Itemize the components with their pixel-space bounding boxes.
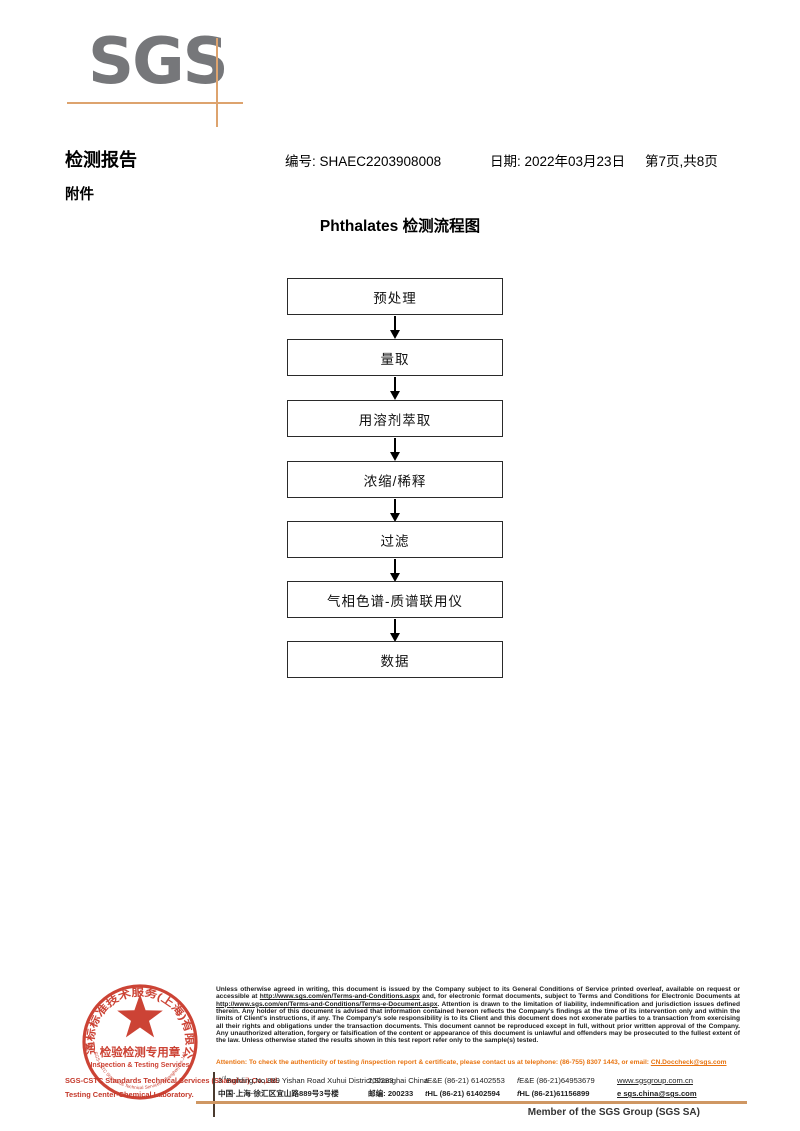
sgs-logo: SGS [88, 25, 229, 99]
stamp-center-text: 检验检测专用章 [100, 1045, 181, 1059]
address-row-en: 3rdBuilding,No.889 Yishan Road Xuhui Dis… [218, 1075, 742, 1087]
telephone-en: tE&E (86-21) 61402553 [425, 1075, 505, 1085]
flow-arrow-icon [287, 377, 503, 400]
address-cn: 中国·上海·徐汇区宜山路889号3号楼 [218, 1089, 339, 1098]
flow-step-data: 数据 [287, 641, 503, 678]
doccheck-email-link[interactable]: CN.Doccheck@sgs.com [650, 1059, 727, 1066]
terms-link[interactable]: http://www.sgs.com/en/Terms-and-Conditio… [259, 993, 420, 1001]
inspection-stamp: 通标标准技术服务(上海)有限公司 SGS-CSTC Standards Tech… [65, 974, 198, 1100]
address-en: 3rdBuilding,No.889 Yishan Road Xuhui Dis… [218, 1075, 429, 1085]
attachment-label: 附件 [65, 187, 94, 203]
report-title: 检测报告 [65, 150, 137, 170]
terms-e-document-link[interactable]: http://www.sgs.com/en/Terms-and-Conditio… [216, 1000, 438, 1008]
stamp-company-name: SGS-CSTC Standards Technical Services (S… [65, 1076, 280, 1085]
telephone-cn: tHL (86-21) 61402594 [425, 1089, 501, 1098]
logo-horizontal-line [67, 102, 243, 104]
postcode-cn: 邮编: 200233 [368, 1089, 414, 1098]
stamp-center-subtext: Inspection & Testing Services [90, 1062, 189, 1069]
sgs-member-text: Member of the SGS Group (SGS SA) [527, 1107, 700, 1118]
fax-cn: fHL (86-21)61156899 [517, 1089, 590, 1098]
address-divider-line [213, 1072, 215, 1117]
attention-text: Attention: To check the authenticity of … [216, 1059, 651, 1066]
stamp-ring [82, 984, 198, 1100]
flow-step-concentrate-dilute: 浓缩/稀释 [287, 461, 503, 498]
legal-text-part1: Unless otherwise agreed in writing, this… [216, 986, 740, 1001]
flow-arrow-icon [287, 316, 503, 339]
flowchart-title: Phthalates 检测流程图 [319, 218, 481, 235]
legal-text-part3: . Attention is drawn to the limitation o… [216, 1000, 740, 1045]
flow-arrow-icon [287, 559, 503, 582]
stamp-lab-name: Testing Center-Chemical Laboratory. [65, 1090, 194, 1099]
flow-arrow-icon [287, 619, 503, 642]
attention-notice: Attention: To check the authenticity of … [216, 1059, 740, 1066]
flow-step-measure: 量取 [287, 339, 503, 376]
star-icon [117, 994, 163, 1038]
flow-step-solvent-extraction: 用溶剂萃取 [287, 400, 503, 437]
flow-arrow-icon [287, 438, 503, 461]
email-link[interactable]: e sgs.china@sgs.com [617, 1089, 697, 1098]
website-link[interactable]: www.sgsgroup.com.cn [617, 1075, 693, 1085]
footer-rule-line [196, 1101, 747, 1104]
postcode-en: 200233 [368, 1075, 394, 1085]
report-number: 编号: SHAEC2203908008 [285, 154, 442, 169]
flow-step-gcms: 气相色谱-质谱联用仪 [287, 581, 503, 618]
address-row-cn: 中国·上海·徐汇区宜山路889号3号楼 邮编: 200233 tHL (86-21)… [218, 1088, 742, 1100]
page-indicator: 第7页,共8页 [645, 154, 718, 169]
fax-en: fE&E (86-21)64953679 [517, 1075, 595, 1085]
legal-text-part2: and, for electronic format documents, su… [419, 993, 740, 1001]
report-date: 日期: 2022年03月23日 [490, 154, 626, 169]
flow-step-filter: 过滤 [287, 521, 503, 558]
flow-step-pretreatment: 预处理 [287, 278, 503, 315]
flow-arrow-icon [287, 499, 503, 522]
logo-vertical-line [216, 38, 218, 127]
legal-disclaimer: Unless otherwise agreed in writing, this… [216, 986, 740, 1045]
